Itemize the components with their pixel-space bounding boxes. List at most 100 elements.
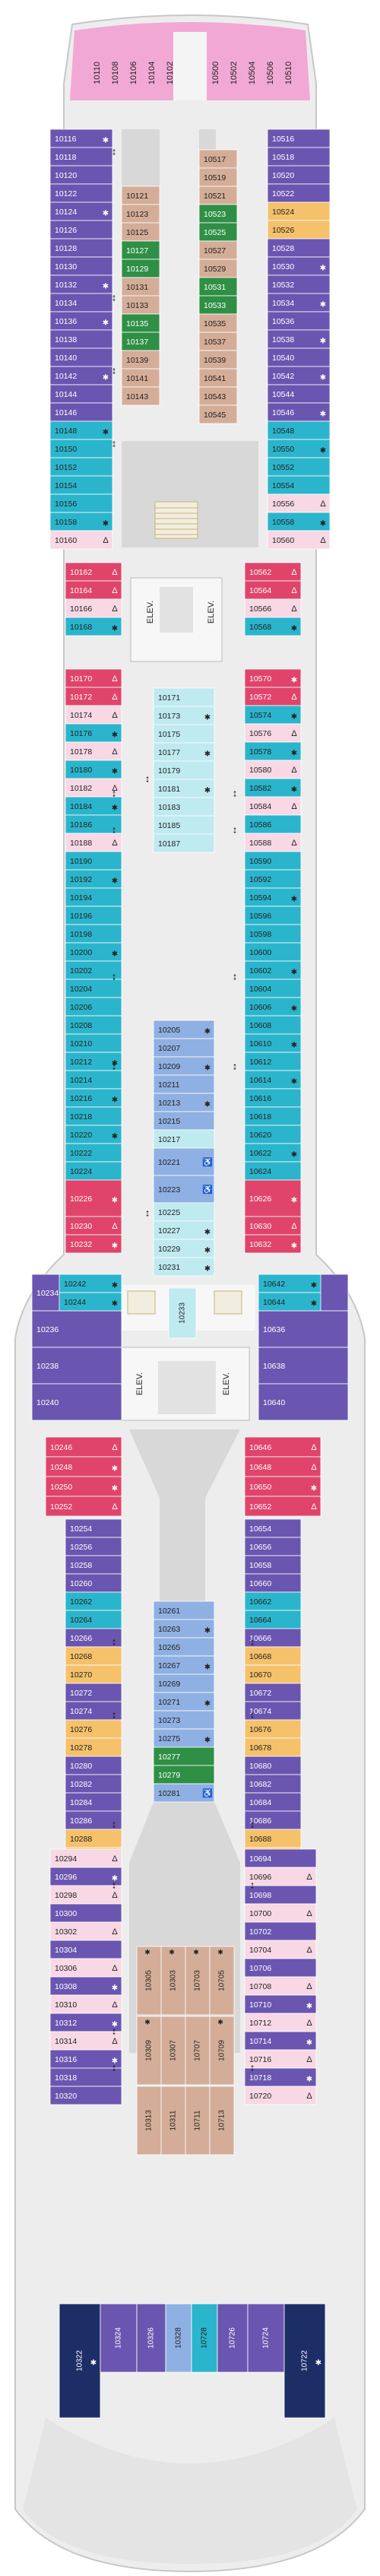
cabin[interactable]: 10120 <box>49 165 113 185</box>
cabin[interactable]: 10328 <box>165 2303 192 2373</box>
cabin[interactable]: 10254 <box>65 1518 122 1538</box>
cabin[interactable]: 10660 <box>244 1573 302 1593</box>
cabin[interactable]: 10205 <box>153 1020 215 1039</box>
cabin[interactable]: 10540 <box>267 347 331 367</box>
cabin[interactable]: 10524 <box>267 201 331 221</box>
cabin[interactable]: 10313 <box>136 2086 162 2156</box>
cabin[interactable]: 10546 <box>267 402 331 422</box>
cabin[interactable]: 10128 <box>49 238 113 258</box>
cabin[interactable]: 10704 <box>244 1940 317 1959</box>
cabin[interactable]: 10543 <box>198 386 238 406</box>
cabin[interactable]: 10604 <box>244 979 302 998</box>
cabin[interactable]: 10132 <box>49 274 113 294</box>
cabin[interactable]: 10220 <box>65 1125 122 1144</box>
cabin[interactable]: 10133 <box>121 295 160 315</box>
cabin[interactable]: 10138 <box>49 329 113 349</box>
cabin[interactable]: 10594 <box>244 887 302 907</box>
cabin[interactable]: 10129 <box>121 259 160 278</box>
cabin[interactable]: 10258 <box>65 1555 122 1575</box>
cabin[interactable]: 10141 <box>121 368 160 388</box>
cabin[interactable]: 10282 <box>65 1774 122 1794</box>
cabin[interactable]: 10279 <box>153 1765 215 1784</box>
cabin[interactable]: 10578 <box>244 741 302 761</box>
cabin[interactable]: 10576 <box>244 723 302 743</box>
cabin[interactable]: 10273 <box>153 1710 215 1730</box>
cabin[interactable]: 10139 <box>121 350 160 370</box>
cabin[interactable]: 10284 <box>65 1792 122 1812</box>
cabin[interactable]: 10296 <box>49 1867 122 1886</box>
cabin[interactable]: 10222 <box>65 1143 122 1163</box>
cabin[interactable]: 10674 <box>244 1701 302 1721</box>
cabin[interactable]: 10724 <box>247 2303 285 2373</box>
cabin[interactable]: 10537 <box>198 332 238 351</box>
cabin[interactable]: 10518 <box>267 147 331 167</box>
cabin[interactable]: 10656 <box>244 1537 302 1556</box>
cabin[interactable]: 10305 <box>136 1946 162 2016</box>
cabin[interactable]: 10636 <box>258 1310 349 1348</box>
cabin[interactable]: 10522 <box>267 183 331 203</box>
cabin[interactable]: 10708 <box>244 1976 317 1996</box>
cabin[interactable]: 10688 <box>244 1829 302 1848</box>
cabin[interactable]: 10176 <box>65 723 122 743</box>
cabin[interactable]: 10278 <box>65 1737 122 1757</box>
cabin[interactable]: 10216 <box>65 1088 122 1108</box>
cabin[interactable]: 10276 <box>65 1719 122 1739</box>
cabin[interactable]: 10221 <box>153 1147 215 1176</box>
cabin[interactable]: 10616 <box>244 1088 302 1108</box>
cabin[interactable]: 10215 <box>153 1111 215 1131</box>
cabin[interactable]: 10318 <box>49 2067 122 2087</box>
cabin[interactable]: 10588 <box>244 833 302 852</box>
cabin[interactable]: 10224 <box>65 1161 122 1181</box>
cabin[interactable]: 10707 <box>185 2016 211 2086</box>
cabin[interactable]: 10709 <box>209 2016 235 2086</box>
cabin[interactable]: 10226 <box>65 1179 122 1217</box>
cabin[interactable]: 10638 <box>258 1347 349 1385</box>
cabin[interactable]: 10136 <box>49 311 113 331</box>
cabin[interactable]: 10267 <box>153 1655 215 1675</box>
cabin[interactable]: 10640 <box>258 1383 349 1421</box>
cabin[interactable]: 10620 <box>244 1125 302 1144</box>
cabin[interactable]: 10703 <box>185 1946 211 2016</box>
cabin[interactable]: 10130 <box>49 256 113 276</box>
cabin[interactable]: 10535 <box>198 313 238 333</box>
cabin[interactable]: 10260 <box>65 1573 122 1593</box>
cabin[interactable]: 10127 <box>121 240 160 260</box>
cabin[interactable]: 10534 <box>267 293 331 312</box>
cabin[interactable]: 10716 <box>244 2049 317 2069</box>
cabin[interactable]: 10592 <box>244 869 302 889</box>
cabin[interactable]: 10554 <box>267 475 331 495</box>
cabin[interactable]: 10516 <box>267 128 331 148</box>
cabin[interactable]: 10312 <box>49 2013 122 2032</box>
cabin[interactable]: 10702 <box>244 1921 317 1941</box>
cabin[interactable]: 10277 <box>153 1746 215 1766</box>
cabin[interactable]: 10541 <box>198 368 238 388</box>
cabin[interactable]: 10582 <box>244 778 302 798</box>
cabin[interactable]: 10646 <box>244 1436 321 1458</box>
cabin[interactable]: 10527 <box>198 240 238 260</box>
cabin[interactable]: 10670 <box>244 1664 302 1684</box>
cabin[interactable]: 10584 <box>244 796 302 816</box>
cabin[interactable]: 10154 <box>49 475 113 495</box>
cabin[interactable]: 10233 <box>168 1287 197 1339</box>
cabin[interactable]: 10124 <box>49 201 113 221</box>
cabin[interactable]: 10122 <box>49 183 113 203</box>
cabin[interactable]: 10227 <box>153 1220 215 1240</box>
cabin[interactable]: 10263 <box>153 1619 215 1639</box>
cabin[interactable]: 10178 <box>65 741 122 761</box>
cabin[interactable]: 10188 <box>65 833 122 852</box>
cabin[interactable]: 10523 <box>198 204 238 224</box>
cabin[interactable]: 10558 <box>267 512 331 531</box>
cabin[interactable]: 10179 <box>153 760 215 780</box>
cabin[interactable]: 10568 <box>244 617 302 636</box>
cabin[interactable]: 10550 <box>267 439 331 458</box>
cabin[interactable]: 10706 <box>244 1958 317 1978</box>
cabin[interactable]: 10250 <box>45 1476 122 1497</box>
cabin[interactable]: 10668 <box>244 1646 302 1666</box>
cabin[interactable]: 10190 <box>65 851 122 871</box>
cabin[interactable]: 10268 <box>65 1646 122 1666</box>
cabin[interactable]: 10711 <box>185 2086 211 2156</box>
cabin[interactable]: 10610 <box>244 1033 302 1053</box>
cabin[interactable]: 10142 <box>49 366 113 385</box>
cabin[interactable]: 10240 <box>31 1383 122 1421</box>
cabin[interactable]: 10186 <box>65 814 122 834</box>
